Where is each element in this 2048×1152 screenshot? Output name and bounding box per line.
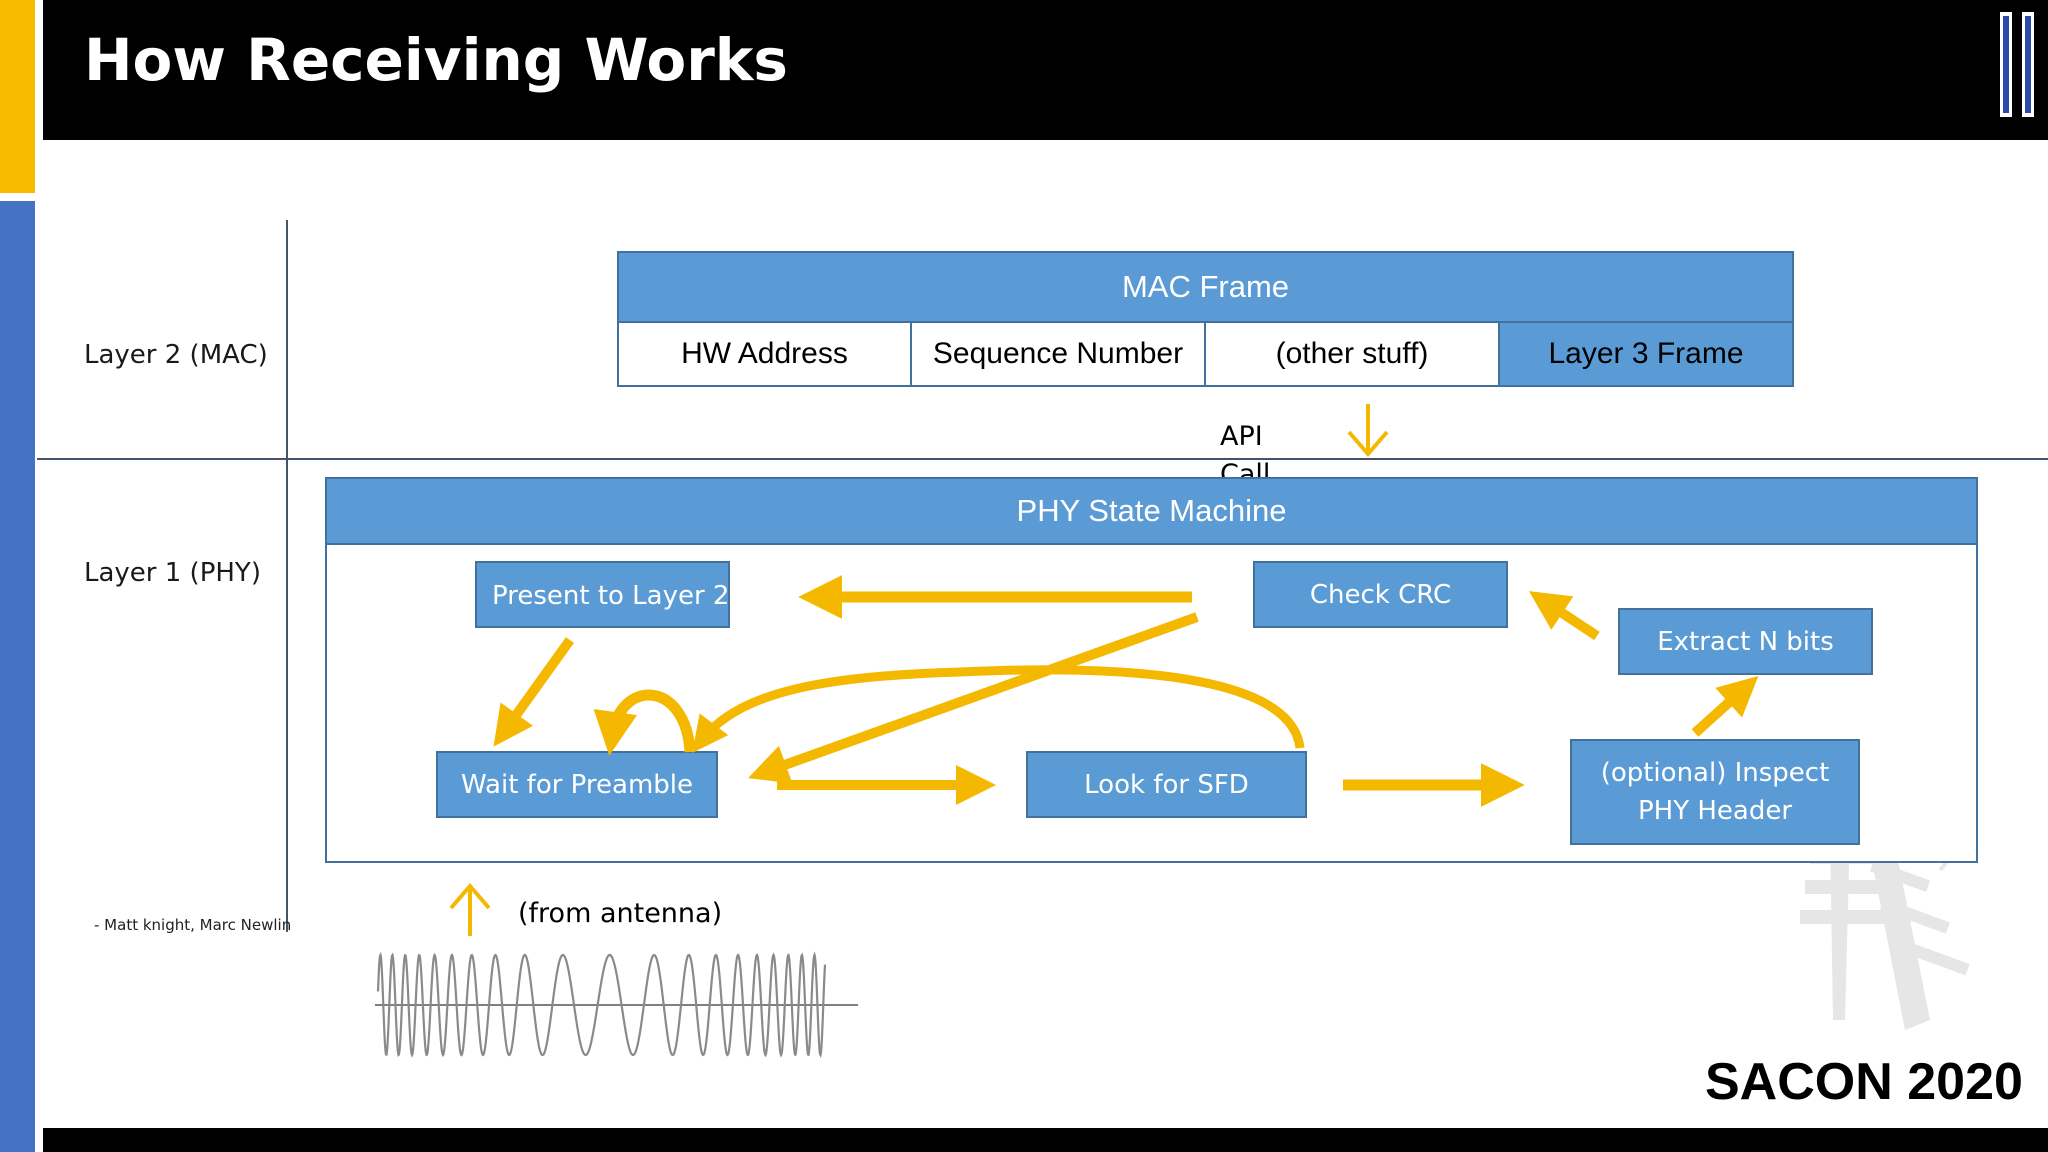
state-wait-for-preamble: Wait for Preamble bbox=[436, 751, 718, 818]
state-inspect-phy-header: (optional) Inspect PHY Header bbox=[1570, 739, 1860, 845]
title-bar bbox=[43, 0, 2048, 140]
state-present-label: Present to Layer 2 bbox=[492, 581, 730, 611]
mac-frame-header: MAC Frame bbox=[617, 251, 1794, 323]
mac-field-layer3-frame: Layer 3 Frame bbox=[1498, 321, 1794, 387]
layer1-label: Layer 1 (PHY) bbox=[84, 558, 261, 588]
layer-divider-horizontal bbox=[37, 458, 2048, 460]
logo-bars-icon bbox=[2000, 12, 2034, 117]
credit-text: - Matt knight, Marc Newlin bbox=[94, 916, 292, 934]
state-extract-n-bits: Extract N bits bbox=[1618, 608, 1873, 675]
bottom-bar bbox=[43, 1128, 2048, 1152]
up-arrow-icon bbox=[449, 882, 491, 936]
accent-bar-yellow bbox=[0, 0, 35, 193]
state-look-for-sfd: Look for SFD bbox=[1026, 751, 1307, 818]
arrow-present-to-wait bbox=[493, 637, 575, 747]
state-check-crc: Check CRC bbox=[1253, 561, 1508, 628]
arrow-sfd-fail-to-wait bbox=[692, 665, 1305, 753]
sacon-brand: SACON 2020 bbox=[1705, 1053, 2023, 1111]
antenna-label: (from antenna) bbox=[518, 898, 723, 929]
arrow-crc-to-wait bbox=[748, 612, 1199, 784]
phy-header: PHY State Machine bbox=[325, 477, 1978, 545]
arrow-inspect-to-extract bbox=[1691, 675, 1759, 737]
layer2-label: Layer 2 (MAC) bbox=[84, 340, 268, 370]
accent-bar-blue bbox=[0, 201, 35, 1152]
loop-arrow-icon bbox=[593, 689, 696, 756]
api-call-label: API Call bbox=[1220, 421, 1271, 490]
mac-field-hw-address: HW Address bbox=[617, 321, 912, 387]
down-arrow-icon bbox=[1347, 404, 1389, 458]
mac-field-other-stuff: (other stuff) bbox=[1204, 321, 1500, 387]
state-present-to-layer2: Present to Layer 2 bbox=[475, 561, 730, 628]
slide-title: How Receiving Works bbox=[84, 26, 788, 94]
arrow-extract-to-crc bbox=[1528, 591, 1600, 641]
mac-field-sequence-number: Sequence Number bbox=[910, 321, 1206, 387]
waveform-icon bbox=[375, 951, 858, 1059]
layer-divider-vertical bbox=[286, 220, 288, 932]
